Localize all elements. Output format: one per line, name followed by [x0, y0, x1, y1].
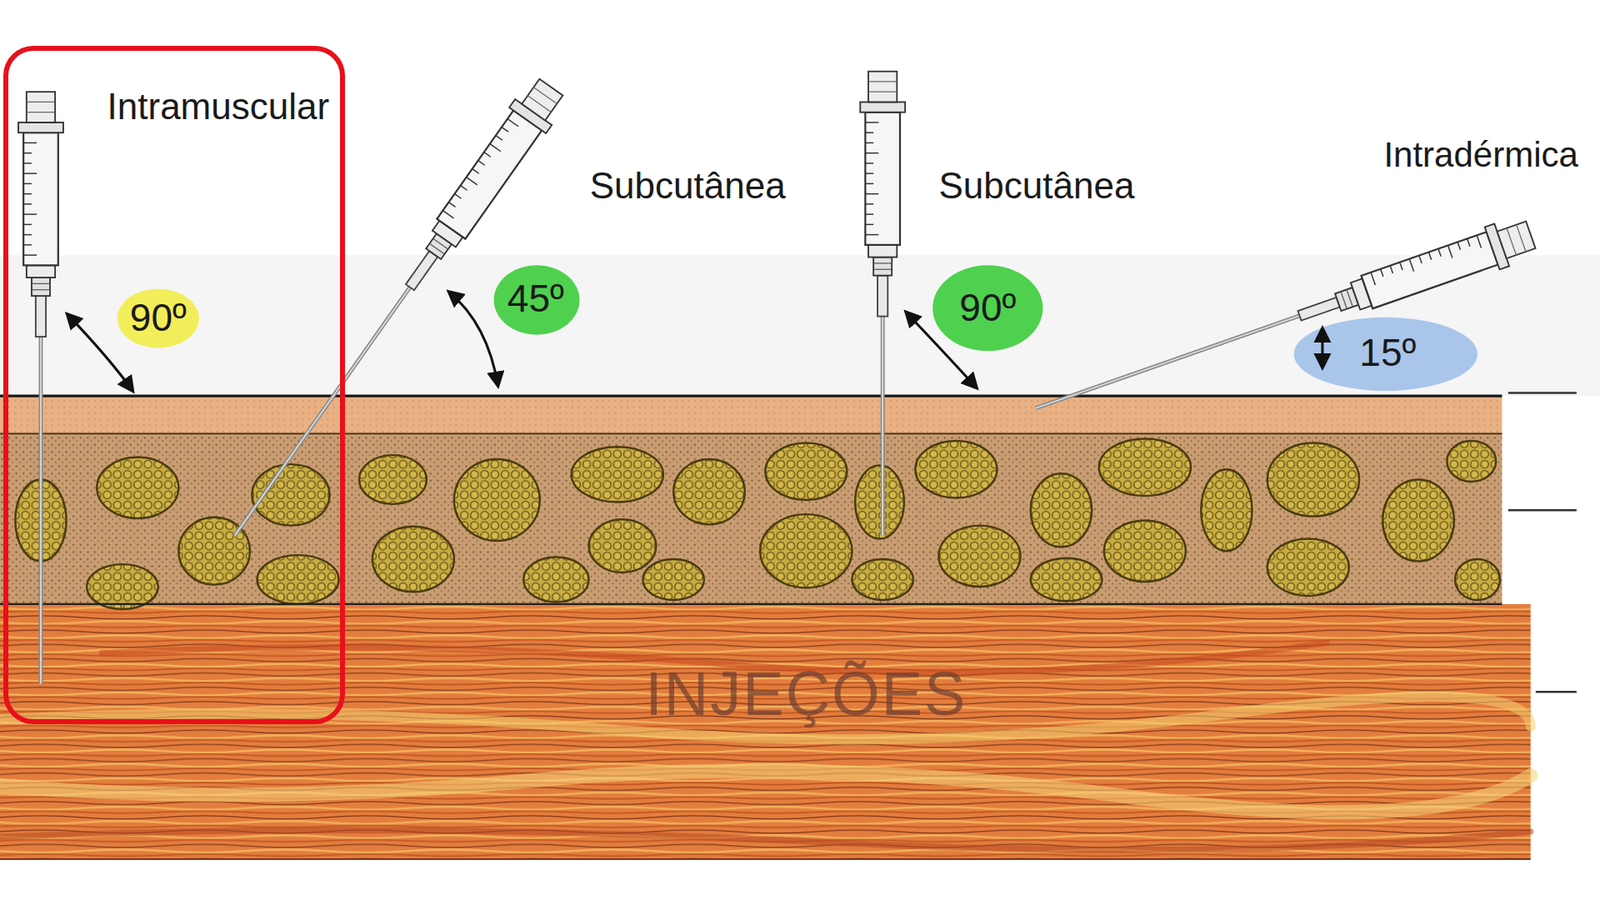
watermark: INJEÇÕES: [645, 660, 967, 728]
angle-label: 90º: [959, 286, 1016, 330]
highlight-box: Intramuscular 90º: [3, 45, 345, 725]
text-holder: 45º: [507, 277, 565, 320]
text-holder: Intradérmica: [1383, 135, 1578, 175]
text-holder: 15º: [1359, 331, 1416, 375]
text-holder: INJEÇÕES: [645, 660, 967, 728]
text-holder: 90º: [959, 286, 1016, 330]
text-holder: 90º: [130, 296, 187, 340]
route-label: Intradérmica: [1383, 135, 1578, 175]
route-label: Subcutânea: [590, 165, 786, 206]
text-holder: Subcutânea: [590, 165, 786, 206]
angle-label: 90º: [130, 296, 187, 340]
angle-label: 45º: [507, 277, 565, 320]
angle-label: 15º: [1359, 331, 1416, 375]
route-label: Intramuscular: [107, 86, 330, 127]
route-label: Subcutânea: [939, 165, 1135, 206]
text-holder: Intramuscular: [107, 86, 330, 127]
text-holder: Subcutânea: [939, 165, 1135, 206]
